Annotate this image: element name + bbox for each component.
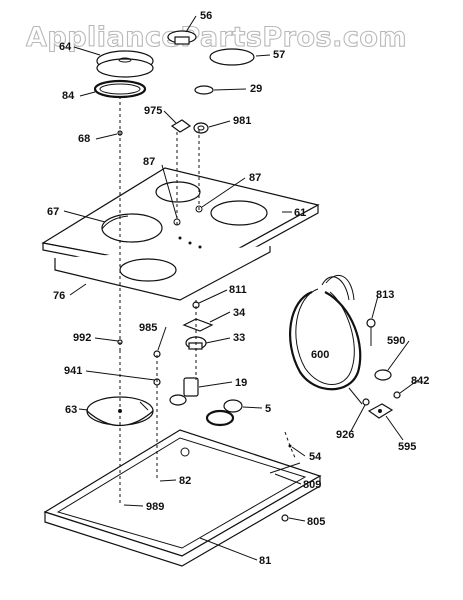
part-64-burner-cap [96, 50, 154, 78]
part-981-grommet [193, 122, 209, 134]
callout-975: 975 [144, 105, 162, 117]
part-54-clip [284, 431, 297, 461]
callout-54: 54 [309, 451, 322, 463]
callout-64: 64 [59, 41, 72, 53]
part-56-knob [167, 30, 197, 45]
callout-labels: 56 64 57 84 29 975 981 68 87 87 67 61 76… [47, 10, 429, 567]
callout-87-left: 87 [143, 156, 155, 168]
callout-985: 985 [139, 322, 157, 334]
callout-600: 600 [311, 349, 329, 361]
callout-67: 67 [47, 206, 59, 218]
part-29-insert [194, 85, 214, 95]
callout-33: 33 [233, 332, 245, 344]
part-926-screw [362, 398, 370, 406]
leader-lines [63, 15, 419, 561]
part-19-valve [169, 377, 199, 406]
part-81-pan [43, 429, 322, 567]
part-57-burner-cap [209, 48, 255, 66]
part-590-clip [374, 369, 392, 381]
callout-842: 842 [411, 375, 429, 387]
callout-809: 809 [303, 479, 321, 491]
callout-29: 29 [250, 83, 262, 95]
callout-81: 81 [259, 555, 271, 567]
callout-19: 19 [235, 377, 247, 389]
callout-926: 926 [336, 429, 354, 441]
callout-941: 941 [64, 365, 82, 377]
callout-56: 56 [200, 10, 212, 22]
part-595-bracket [367, 403, 394, 419]
callout-82: 82 [179, 475, 191, 487]
callout-87-right: 87 [249, 172, 261, 184]
part-600-harness [289, 274, 363, 405]
callout-5: 5 [265, 403, 271, 415]
callout-68: 68 [78, 133, 90, 145]
callout-34: 34 [233, 307, 246, 319]
part-813-screw [366, 318, 376, 346]
callout-811: 811 [229, 284, 247, 296]
part-805-screw [281, 514, 289, 522]
part-842-screw [393, 391, 401, 399]
callout-813: 813 [376, 289, 394, 301]
callout-63: 63 [65, 404, 77, 416]
part-34-bracket [182, 318, 214, 332]
part-5-spring [205, 399, 243, 427]
callout-981: 981 [233, 115, 251, 127]
callout-84: 84 [62, 90, 75, 102]
watermark: AppliancePartsPros.com [26, 22, 407, 53]
callout-76: 76 [53, 290, 65, 302]
callout-57: 57 [273, 49, 285, 61]
callout-992: 992 [73, 332, 91, 344]
part-84-ring [93, 79, 147, 99]
callout-61: 61 [294, 207, 306, 219]
callout-595: 595 [398, 441, 416, 453]
callout-989: 989 [146, 501, 164, 513]
part-76-frame [54, 246, 271, 301]
part-975-grommet [170, 119, 192, 133]
callout-805: 805 [307, 516, 325, 528]
callout-590: 590 [387, 335, 405, 347]
